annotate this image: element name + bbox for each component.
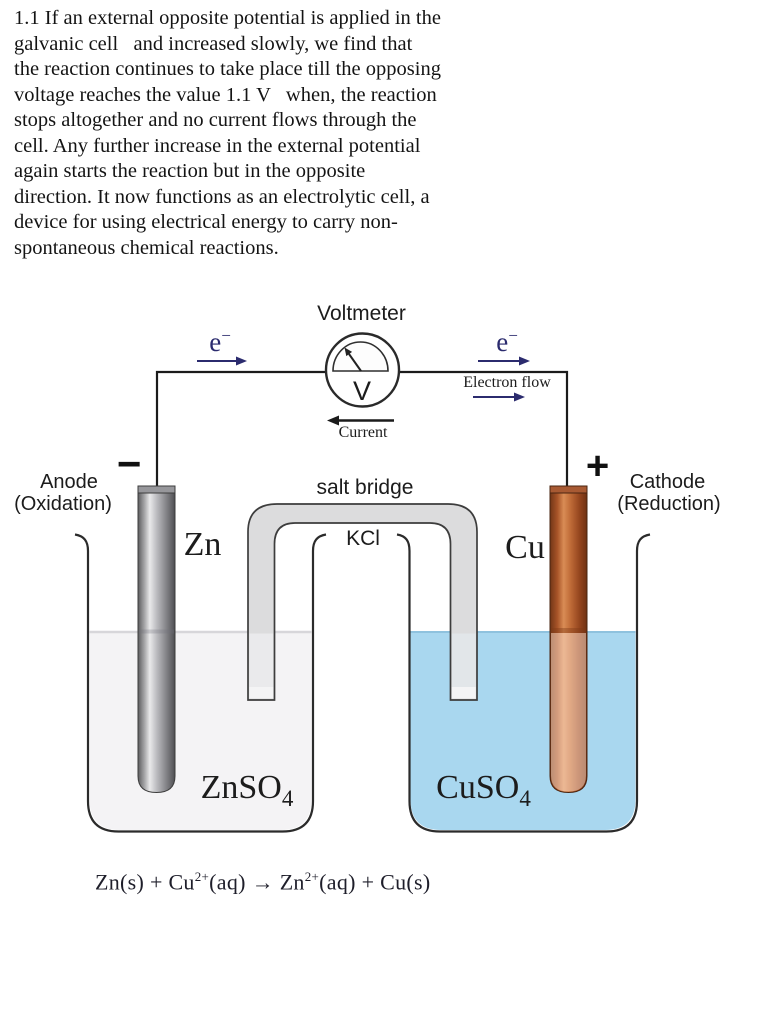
zinc-electrode-label: Zn <box>183 526 222 563</box>
minus-sign: − <box>116 440 142 487</box>
wire-right <box>399 370 569 487</box>
current-arrow-icon <box>327 415 394 426</box>
cathode-label: Cathode <box>629 471 706 493</box>
anode-label: Anode <box>40 471 98 493</box>
zinc-electrode <box>137 485 176 794</box>
electron-symbol-left: e− <box>190 326 250 357</box>
voltmeter-needle-icon <box>348 353 362 372</box>
cathode-sublabel: (Reduction) <box>617 493 721 515</box>
salt-bridge-left-arm-submerged <box>249 633 274 689</box>
electron-charge: − <box>221 326 231 345</box>
salt-bridge-contents-label: KCl <box>346 527 380 550</box>
anode-sublabel: (Oxidation) <box>14 493 112 515</box>
copper-electrode-cap <box>549 485 588 494</box>
electron-flow-arrow-icon <box>473 392 525 402</box>
electron-charge: − <box>508 326 518 345</box>
voltmeter-label: Voltmeter <box>317 302 406 325</box>
wire-left <box>155 370 326 487</box>
zinc-electrode-waterline-seam <box>139 629 174 634</box>
copper-solution-subscript: 4 <box>519 785 531 811</box>
plus-sign: + <box>585 444 610 488</box>
current-label: Current <box>338 424 388 441</box>
copper-electrode-label: Cu <box>505 529 545 566</box>
salt-bridge-left-arm-tip <box>249 687 274 699</box>
electron-flow-label: Electron flow <box>463 374 551 391</box>
zinc-solution-formula: ZnSO <box>200 769 282 806</box>
voltmeter-v-symbol: V <box>352 376 371 406</box>
zinc-solution-label: ZnSO4 <box>191 769 303 812</box>
electron-arrow-right-icon <box>478 356 530 366</box>
salt-bridge-label: salt bridge <box>316 476 414 499</box>
voltmeter-needle-head-icon <box>344 347 353 357</box>
left-beaker-outline <box>74 533 327 833</box>
intro-paragraph: 1.1 If an external opposite potential is… <box>14 7 441 259</box>
copper-solution-label: CuSO4 <box>427 769 540 812</box>
electron-symbol-right: e− <box>477 326 537 357</box>
salt-bridge-right-arm-submerged <box>451 633 476 689</box>
cell-reaction-equation: Zn(s) + Cu2+(aq) → Zn2+(aq) + Cu(s) <box>95 869 431 895</box>
copper-electrode-submerged-tint <box>551 633 586 792</box>
copper-electrode-waterline-seam <box>551 628 586 633</box>
copper-solution-formula: CuSO <box>436 769 520 806</box>
right-beaker-outline <box>396 533 651 833</box>
zinc-electrode-cap <box>137 485 176 494</box>
electron-arrow-left-icon <box>197 356 247 366</box>
electron-base: e <box>209 327 222 357</box>
zinc-solution-subscript: 4 <box>281 785 294 811</box>
salt-bridge-right-arm-tip <box>451 687 476 699</box>
electron-base: e <box>496 327 509 357</box>
